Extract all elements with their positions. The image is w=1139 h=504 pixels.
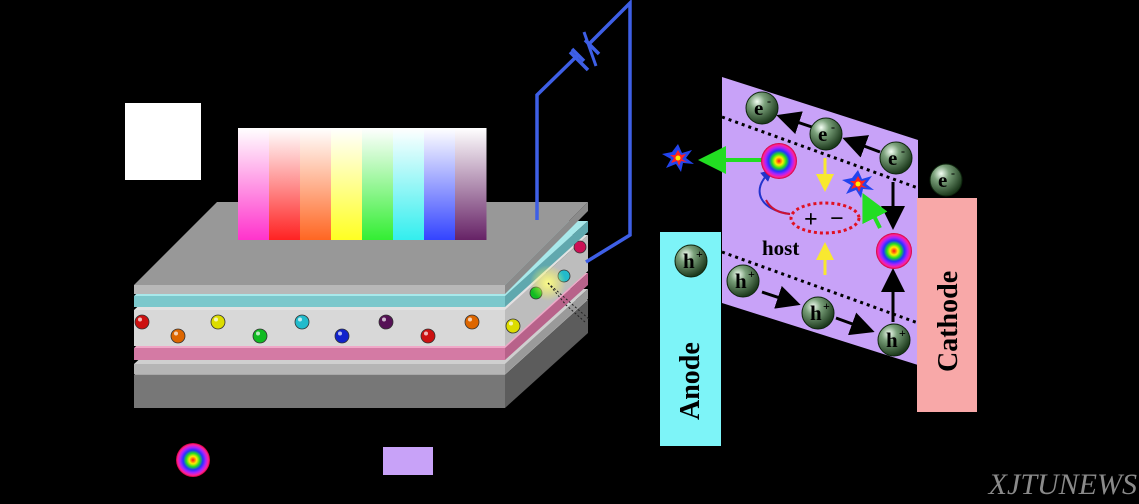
- electron-icon: e-: [745, 91, 779, 125]
- svg-text:+: +: [823, 299, 830, 313]
- hole-icon: h+: [801, 296, 835, 330]
- electron-icon: e-: [809, 117, 843, 151]
- svg-text:-: -: [767, 94, 771, 108]
- svg-text:+: +: [696, 247, 703, 261]
- emitter-dot: [294, 314, 310, 330]
- battery-circuit: [535, 0, 632, 264]
- dot-highlight: [468, 317, 472, 322]
- cathode-label: Cathode: [933, 271, 964, 372]
- emitter-dot: [334, 328, 350, 344]
- svg-text:-: -: [831, 120, 835, 134]
- emitter-dot: [210, 314, 226, 330]
- exciton-pair-ellipse: [789, 201, 861, 235]
- photon-burst-icon: [842, 170, 874, 198]
- spectrum-band: [331, 128, 363, 240]
- emitter-dot: [420, 328, 436, 344]
- svg-text:e: e: [888, 146, 897, 170]
- dot-highlight: [509, 321, 513, 326]
- hole-icon: h+: [726, 264, 760, 298]
- legend-host-box: [383, 447, 433, 475]
- photon-burst-icon: [662, 144, 694, 172]
- spectrum-band: [424, 128, 456, 240]
- emitter-dot: [170, 328, 186, 344]
- svg-text:+: +: [748, 267, 755, 281]
- legend-exciton-icon: [176, 443, 210, 477]
- dot-highlight: [214, 317, 218, 322]
- plus-charge: +: [804, 207, 818, 233]
- emitter-dot: [252, 328, 268, 344]
- emitter-dot: [134, 314, 150, 330]
- svg-text:e: e: [938, 168, 947, 192]
- anode-label: Anode: [675, 342, 706, 420]
- zoom-dotted-line: [547, 282, 591, 321]
- charge-carriers: e-e-e-e-h+h+h+h+: [674, 91, 963, 357]
- spectrum-band: [455, 128, 487, 240]
- dot-highlight: [174, 331, 178, 336]
- hole-icon: h+: [674, 244, 708, 278]
- spectrum-band: [238, 128, 270, 240]
- dot-highlight: [138, 317, 142, 322]
- battery-icon: [568, 38, 601, 72]
- dot-highlight: [424, 331, 428, 336]
- spectrum-band: [362, 128, 394, 240]
- svg-text:h: h: [683, 249, 695, 273]
- emitter-dot: [378, 314, 394, 330]
- hole-icon: h+: [877, 323, 911, 357]
- cathode-electrode: [917, 198, 977, 412]
- exciton-icon: [761, 143, 797, 179]
- minus-charge: −: [830, 206, 844, 232]
- svg-text:-: -: [951, 166, 955, 180]
- electron-icon: e-: [929, 163, 963, 197]
- svg-text:e: e: [818, 122, 827, 146]
- charge-flow-arrows: [761, 111, 905, 336]
- exciton-icon: [876, 233, 912, 269]
- dot-highlight: [338, 331, 342, 336]
- svg-text:-: -: [901, 144, 905, 158]
- emitter-dot: [464, 314, 480, 330]
- emitter-dot: [573, 240, 587, 254]
- emitter-dot: [505, 318, 521, 334]
- spectrum-band: [300, 128, 332, 240]
- svg-text:e: e: [754, 96, 763, 120]
- watermark: XJTUNEWS: [988, 468, 1137, 501]
- emitter-dots: [134, 240, 587, 344]
- svg-text:h: h: [735, 269, 747, 293]
- dot-highlight: [382, 317, 386, 322]
- emission-spectrum: [238, 128, 487, 240]
- dot-highlight: [298, 317, 302, 322]
- svg-text:h: h: [810, 301, 822, 325]
- host-label: host: [762, 236, 799, 260]
- dot-highlight: [256, 331, 260, 336]
- emission-arrows: [698, 146, 888, 229]
- spectrum-band: [269, 128, 301, 240]
- spectrum-band: [393, 128, 425, 240]
- legend-white-box: [125, 103, 201, 180]
- svg-text:+: +: [899, 326, 906, 340]
- svg-text:h: h: [886, 328, 898, 352]
- electron-icon: e-: [879, 141, 913, 175]
